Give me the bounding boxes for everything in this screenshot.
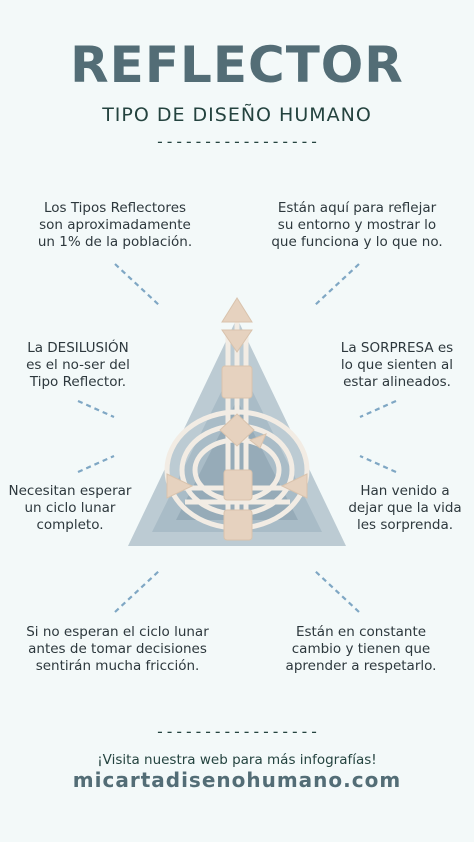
page-title: REFLECTOR [70,36,404,94]
solar-plexus-center [280,473,308,499]
fact-low-right: Han venido a dejar que la vida les sorpr… [340,483,470,534]
head-center [221,297,253,323]
centers [166,297,308,541]
fact-line: Están en constante [295,624,427,640]
throat-center [221,365,253,399]
fact-top-right: Están aquí para reflejar su entorno y mo… [262,200,452,251]
fact-line: es el no-ser del [26,357,130,373]
fact-mid-left: La DESILUSIÓN es el no-ser del Tipo Refl… [18,340,138,391]
fact-line: son aproximadamente [39,217,191,233]
fact-line: lo que sienten al [340,357,454,373]
fact-bottom-left: Si no esperan el ciclo lunar antes de to… [10,624,225,675]
fact-line: completo. [36,517,104,533]
fact-line: Los Tipos Reflectores [43,200,187,216]
fact-line: Si no esperan el ciclo lunar [26,624,209,640]
ajna-center [221,329,253,353]
fact-line: les sorprenda. [356,517,454,533]
g-center [219,413,255,447]
fact-line: estar alineados. [343,374,451,390]
fact-low-left: Necesitan esperar un ciclo lunar complet… [2,483,138,534]
fact-line: dejar que la vida [348,500,462,516]
footer-url-link[interactable]: micartadisenohumano.com [72,768,402,792]
fact-line: La DESILUSIÓN [27,340,129,356]
fact-line: antes de tomar decisiones [28,641,207,657]
fact-line: La SORPRESA es [340,340,454,356]
fact-line: un ciclo lunar [24,500,116,516]
connector-lines [77,263,397,613]
bottom-divider: ----------------- [155,722,319,741]
fact-bottom-right: Están en constante cambio y tienen que a… [268,624,454,675]
spleen-center [166,473,194,499]
fact-line: un 1% de la población. [37,234,193,250]
fact-line: su entorno y mostrar lo [277,217,437,233]
fact-line: sentirán mucha fricción. [35,658,200,674]
fact-line: Tipo Reflector. [29,374,127,390]
fact-line: Están aquí para reflejar [277,200,437,216]
sacral-center [223,469,253,501]
channels [164,320,310,540]
fact-mid-right: La SORPRESA es lo que sienten al estar a… [332,340,462,391]
page-subtitle: TIPO DE DISEÑO HUMANO [102,104,372,126]
fact-top-left: Los Tipos Reflectores son aproximadament… [30,200,200,251]
heart-center [249,433,267,449]
fact-line: cambio y tienen que [291,641,431,657]
fact-line: aprender a respetarlo. [285,658,437,674]
top-divider: ----------------- [155,132,319,151]
footer-cta: ¡Visita nuestra web para más infografías… [97,752,377,768]
fact-line: Necesitan esperar [8,483,132,499]
fact-line: que funciona y lo que no. [271,234,443,250]
root-center [223,509,253,541]
fact-line: Han venido a [360,483,450,499]
